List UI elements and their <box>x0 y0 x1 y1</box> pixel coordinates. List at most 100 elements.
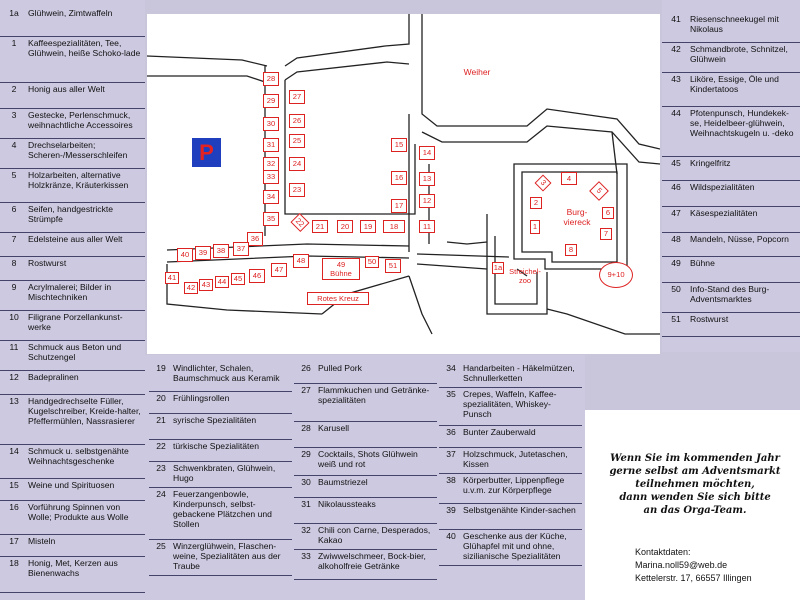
stall-44[interactable]: 44 <box>215 276 229 288</box>
stall-26[interactable]: 26 <box>289 114 305 128</box>
stall-number: 3 <box>11 110 17 120</box>
stall-description: Zwiwwelschmeer, Bock-bier, alkoholfreie … <box>318 551 426 571</box>
stall-number: 48 <box>671 234 681 244</box>
stall-41[interactable]: 41 <box>165 272 179 284</box>
stall-description: Riesenschneekugel mit Nikolaus <box>690 14 779 34</box>
stall-description: Info-Stand des Burg-Adventsmarktes <box>690 284 770 304</box>
stall-number: 44 <box>671 108 681 118</box>
stall-43[interactable]: 43 <box>199 279 213 291</box>
stall-15[interactable]: 15 <box>391 138 407 152</box>
stall-19[interactable]: 19 <box>360 220 376 233</box>
stall-description: Kaffeespezialitäten, Tee, Glühwein, heiß… <box>28 38 141 58</box>
stall-number: 40 <box>446 531 456 541</box>
stall-description: Körperbutter, Lippenpflege u.v.m. zur Kö… <box>463 475 565 495</box>
stall-1a[interactable]: 1a <box>492 262 504 274</box>
stall-38[interactable]: 38 <box>213 244 229 258</box>
stall-33[interactable]: 33 <box>263 170 279 184</box>
stall-42[interactable]: 42 <box>184 282 198 294</box>
stall-number: 4 <box>11 140 17 150</box>
stall-description: Geschenke aus der Küche, Glühapfel mit u… <box>463 531 567 561</box>
stall-8[interactable]: 8 <box>565 244 577 256</box>
stall-number: 12 <box>9 372 19 382</box>
stall-number: 32 <box>301 525 311 535</box>
stall-21[interactable]: 21 <box>312 220 328 233</box>
stall-description: Schmandbrote, Schnitzel, Glühwein <box>690 44 788 64</box>
stall-25[interactable]: 25 <box>289 134 305 148</box>
parking-sign: P <box>192 138 221 167</box>
stall-9-10[interactable]: 9+10 <box>599 262 633 288</box>
stall-12[interactable]: 12 <box>419 194 435 208</box>
stall-4[interactable]: 4 <box>561 172 577 185</box>
market-map[interactable]: P Weiher Burg- viereck Streichel- zoo 49… <box>147 14 660 354</box>
red-cross-station[interactable]: Rotes Kreuz <box>307 292 369 305</box>
stall-number: 20 <box>156 393 166 403</box>
stall-51[interactable]: 51 <box>385 259 401 273</box>
stall-description: Bühne <box>690 258 715 268</box>
stall-24[interactable]: 24 <box>289 157 305 171</box>
stall-7[interactable]: 7 <box>600 228 612 240</box>
stall-40[interactable]: 40 <box>177 248 193 262</box>
stall-number: 43 <box>671 74 681 84</box>
stall-number: 5 <box>11 170 17 180</box>
stall-description: Honig, Met, Kerzen aus Bienenwachs <box>28 558 118 578</box>
stall-34[interactable]: 34 <box>263 190 279 204</box>
stall-14[interactable]: 14 <box>419 146 435 160</box>
stall-46[interactable]: 46 <box>249 269 265 283</box>
stall-23[interactable]: 23 <box>289 183 305 197</box>
stall-description: Misteln <box>28 536 56 546</box>
stall-18[interactable]: 18 <box>383 220 405 233</box>
stall-13[interactable]: 13 <box>419 172 435 186</box>
stall-47[interactable]: 47 <box>271 263 287 277</box>
legend-row: 40 Geschenke aus der Küche, Glühapfel mit… <box>439 529 582 566</box>
stall-28[interactable]: 28 <box>263 72 279 86</box>
stall-11[interactable]: 11 <box>419 220 435 233</box>
stall-27[interactable]: 27 <box>289 90 305 104</box>
legend-row: 48 Mandeln, Nüsse, Popcorn <box>662 232 800 257</box>
stall-description: Frühlingsrollen <box>173 393 230 403</box>
stage-buehne[interactable]: 49 Bühne <box>322 258 360 280</box>
stall-45[interactable]: 45 <box>231 273 245 285</box>
stall-description: Gestecke, Perlenschmuck, weihnachtliche … <box>28 110 133 130</box>
stall-number: 36 <box>446 427 456 437</box>
stall-description: Edelsteine aus aller Welt <box>28 234 123 244</box>
stall-number: 18 <box>9 558 19 568</box>
stall-35[interactable]: 35 <box>263 212 279 226</box>
stall-description: türkische Spezialitäten <box>173 441 259 451</box>
stall-17[interactable]: 17 <box>391 199 407 213</box>
stall-6[interactable]: 6 <box>602 207 614 219</box>
stall-37[interactable]: 37 <box>233 242 249 256</box>
stall-32[interactable]: 32 <box>263 157 279 171</box>
stall-number: 27 <box>301 385 311 395</box>
stall-29[interactable]: 29 <box>263 94 279 108</box>
stall-description: Drechselarbeiten; Scheren-/Messerschleif… <box>28 140 128 160</box>
stall-description: Mandeln, Nüsse, Popcorn <box>690 234 789 244</box>
stall-39[interactable]: 39 <box>195 246 211 260</box>
stall-2[interactable]: 2 <box>530 197 542 209</box>
stall-31[interactable]: 31 <box>263 138 279 152</box>
stall-number: 42 <box>671 44 681 54</box>
stall-description: Crepes, Waffeln, Kaffee-spezialitäten, W… <box>463 389 557 419</box>
stall-16[interactable]: 16 <box>391 171 407 185</box>
stall-1[interactable]: 1 <box>530 220 540 234</box>
stall-20[interactable]: 20 <box>337 220 353 233</box>
stall-description: Cocktails, Shots Glühwein weiß und rot <box>318 449 418 469</box>
stall-36[interactable]: 36 <box>247 232 263 246</box>
stall-30[interactable]: 30 <box>263 117 279 131</box>
stall-description: Seifen, handgestrickte Strümpfe <box>28 204 114 224</box>
stall-50[interactable]: 50 <box>365 256 379 268</box>
stall-48[interactable]: 48 <box>293 254 309 268</box>
